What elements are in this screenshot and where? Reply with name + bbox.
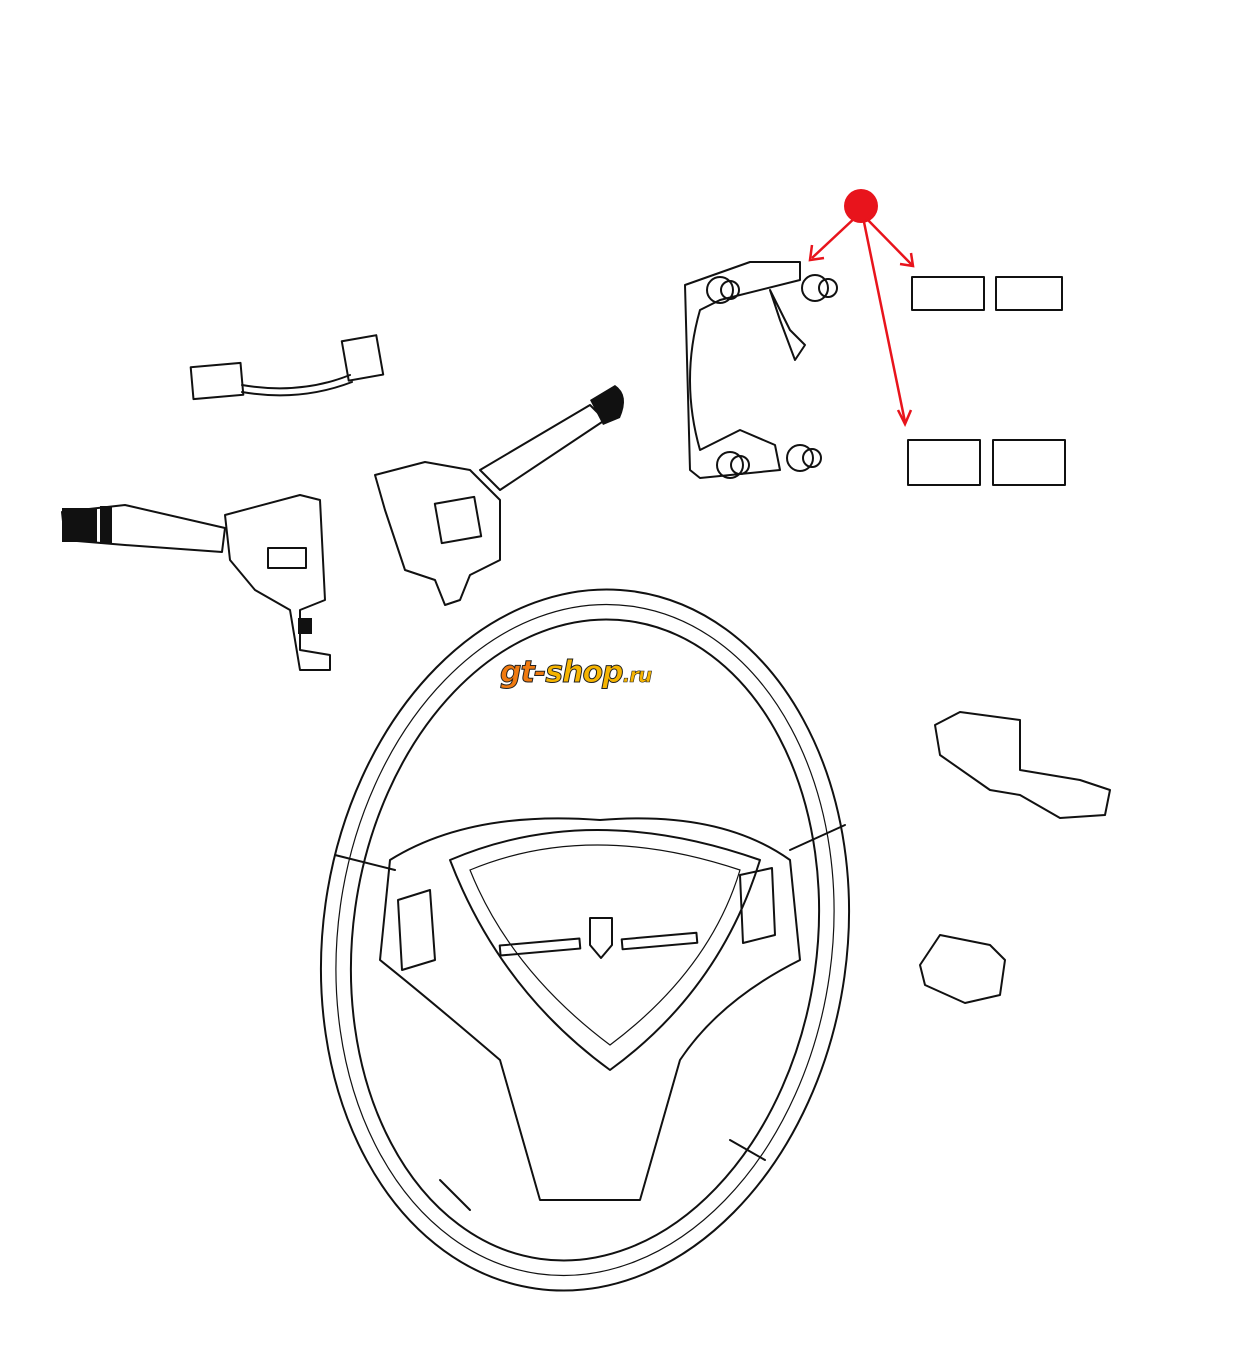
steering-wheel	[319, 588, 851, 1292]
watermark-logo: gt-shop.ru	[499, 655, 652, 691]
steering-wheel-switch-right	[934, 711, 1111, 819]
watermark-part1: gt-	[499, 655, 546, 691]
steering-wheel-switch-small	[919, 934, 1006, 1004]
callout-marker	[808, 189, 915, 427]
right-multifunction-switch	[374, 385, 624, 606]
left-multifunction-switch	[61, 494, 331, 671]
ram-emblem	[589, 917, 613, 959]
watermark-part3: .ru	[622, 663, 652, 688]
watermark-part2: shop	[545, 655, 624, 691]
clockspring-harness	[189, 334, 385, 401]
paddle-shifter-bracket	[684, 261, 838, 479]
paddle-switches	[907, 276, 1066, 486]
